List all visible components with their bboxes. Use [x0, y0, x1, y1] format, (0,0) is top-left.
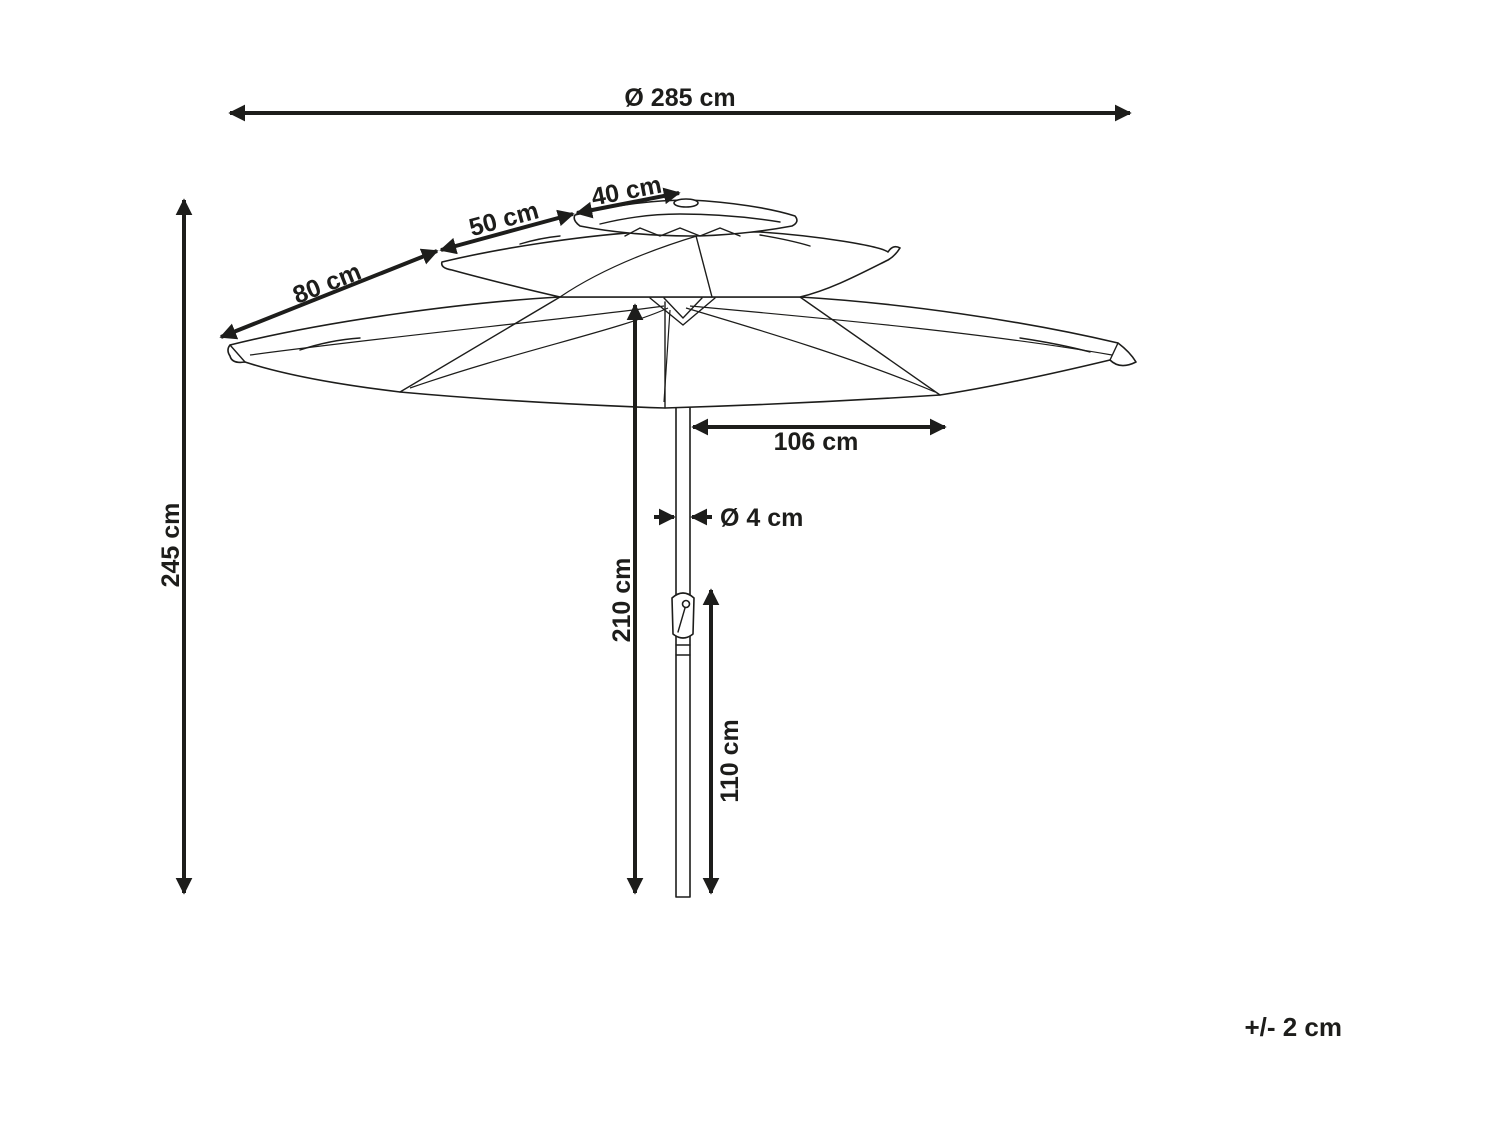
- crank-handle: [671, 592, 695, 639]
- umbrella-drawing: [227, 198, 1137, 898]
- crank-height-label: 110 cm: [716, 719, 744, 802]
- canopy-radius-label: 106 cm: [774, 428, 859, 456]
- diameter-total-label: Ø 285 cm: [624, 84, 735, 112]
- rib-top-dim-line: [575, 187, 681, 219]
- height-total-label: 245 cm: [157, 503, 185, 588]
- tolerance-label: +/- 2 cm: [1244, 1012, 1342, 1042]
- pole-diameter-label: Ø 4 cm: [720, 504, 803, 532]
- rib-middle-label: 50 cm: [466, 196, 542, 242]
- rib-outer-dim-line: [219, 248, 439, 340]
- lower-canopy: [227, 296, 1137, 409]
- middle-canopy: [440, 231, 901, 298]
- rib-middle-dim-line: [439, 209, 575, 255]
- rib-outer-label: 80 cm: [289, 257, 365, 309]
- dimension-lines: [175, 104, 1132, 895]
- height-to-canopy-label: 210 cm: [608, 558, 636, 643]
